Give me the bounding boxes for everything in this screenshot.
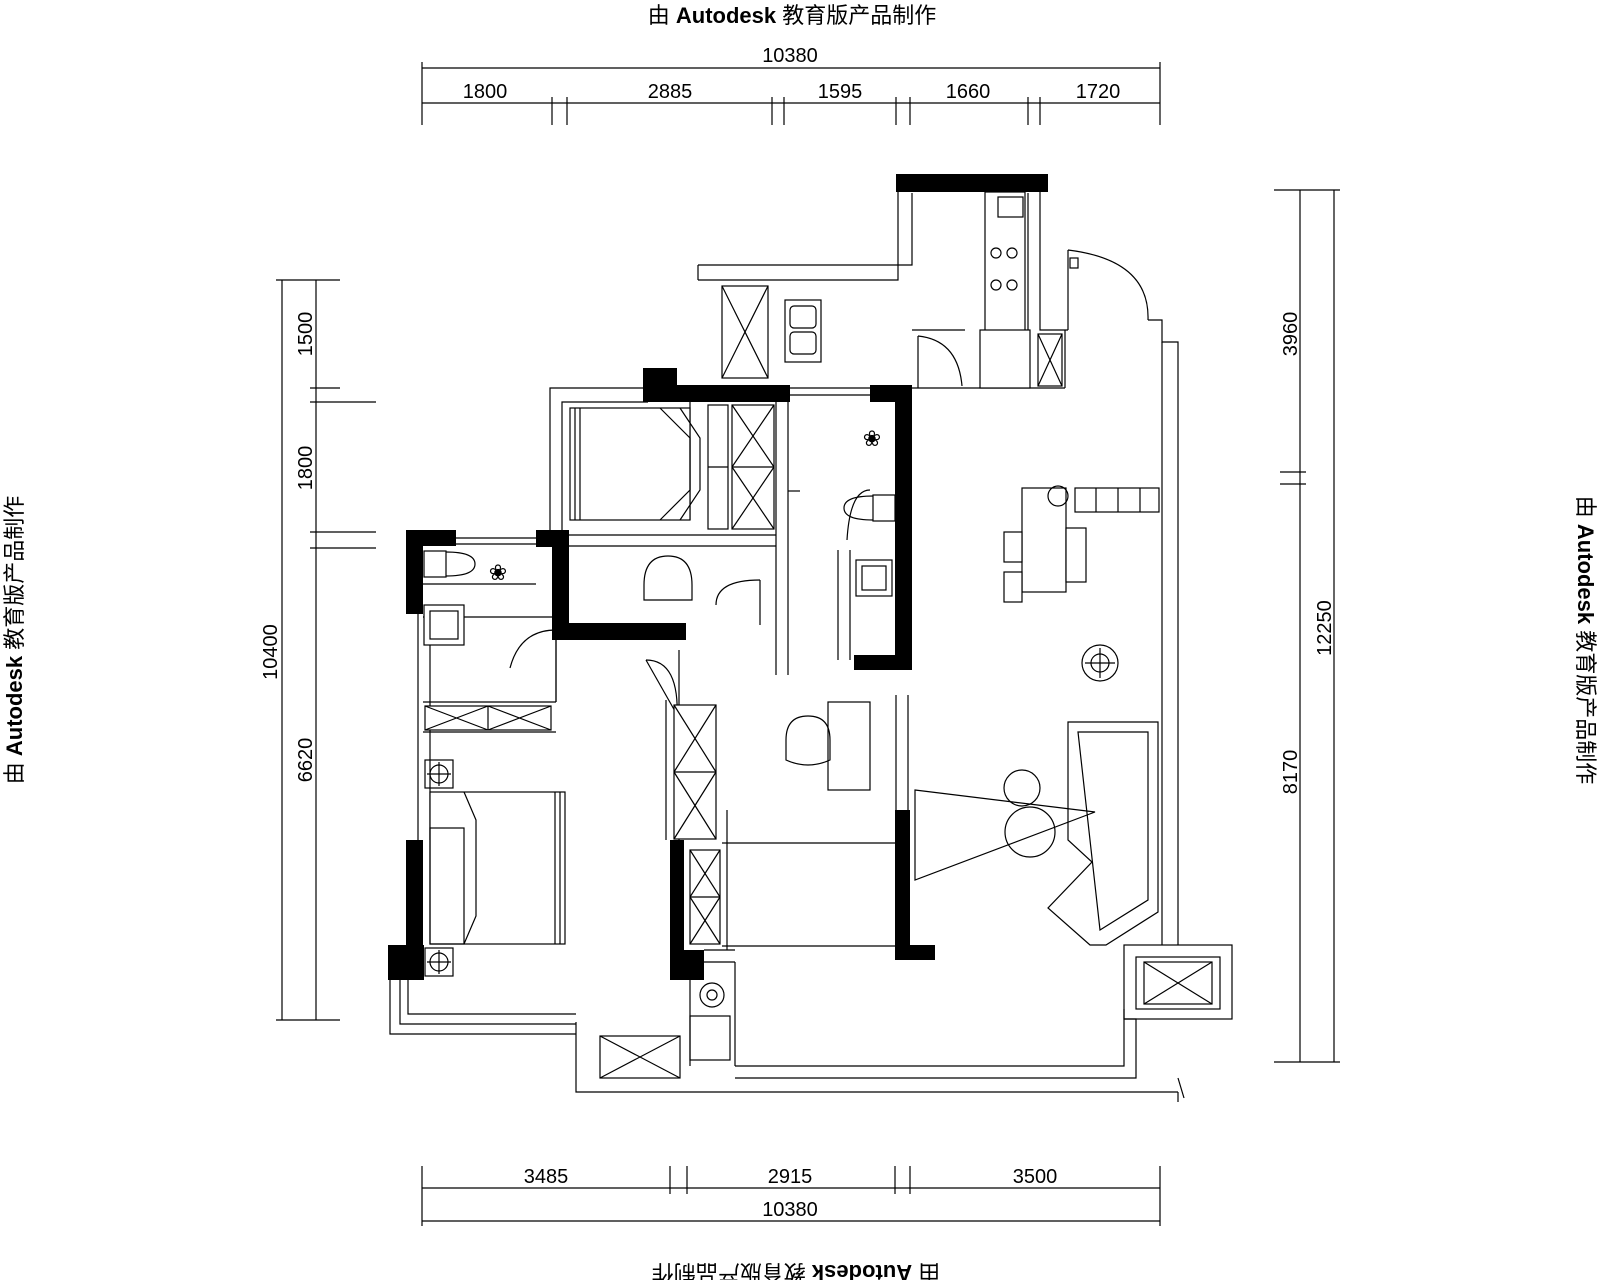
bed-lower-bedroom	[424, 759, 566, 977]
chair-study	[643, 555, 693, 601]
left-dim-seg-2: 1800	[295, 446, 317, 491]
svg-text:❀: ❀	[489, 560, 507, 585]
outer-wall-lines	[389, 178, 1233, 1102]
left-dim-total: 10400	[260, 624, 282, 680]
bottom-dimension-group: 3485 2915 3500 10380	[421, 1166, 1161, 1226]
left-dim-seg-3: 6620	[295, 738, 317, 783]
washbasin-lower	[423, 604, 465, 646]
shower-head-lower: ❀	[489, 560, 507, 585]
top-dim-seg-4: 1660	[946, 81, 991, 103]
storage-lower-bedroom	[424, 705, 552, 731]
wardrobe-upper-bedroom	[707, 404, 775, 530]
top-dim-total: 10380	[762, 45, 818, 67]
toilet-lower	[423, 550, 476, 578]
watermark-top: 由 Autodesk 教育版产品制作	[648, 3, 937, 28]
watermark-right: 由 Autodesk 教育版产品制作	[1573, 496, 1598, 785]
kitchen-sink	[784, 299, 822, 363]
kitchen-counter	[979, 191, 1063, 389]
bottom-dim-seg-1: 3485	[524, 1166, 569, 1188]
wardrobe-living	[673, 704, 721, 945]
bed-upper-bedroom	[569, 407, 701, 521]
desk-living	[785, 701, 871, 791]
sideboard	[1074, 487, 1160, 513]
storage-cabinet-top	[721, 285, 769, 379]
shower-head-upper: ❀	[863, 426, 881, 451]
bottom-dim-seg-2: 2915	[768, 1166, 813, 1188]
floor-lamp	[1081, 644, 1119, 682]
watermark-left: 由 Autodesk 教育版产品制作	[2, 496, 27, 785]
washbasin-upper	[855, 559, 893, 597]
bottom-dim-total: 10380	[762, 1199, 818, 1221]
left-dimension-group: 10400 1500 1800 6620	[260, 279, 376, 1021]
projector-cone	[914, 769, 1096, 881]
sofa	[1047, 721, 1159, 946]
top-dim-seg-3: 1595	[818, 81, 863, 103]
door-swings	[509, 249, 1149, 721]
right-dimension-group: 3960 12250 8170	[1274, 189, 1340, 1063]
top-dimension-group: 10380 1800 2885 1595 1660 1720	[421, 45, 1161, 125]
watermark-bottom: 由 Autodesk 教育版产品制作	[652, 1260, 941, 1280]
right-dim-total: 12250	[1314, 600, 1336, 656]
left-dim-seg-1: 1500	[295, 312, 317, 357]
structural-walls	[388, 174, 1048, 980]
toilet-upper	[843, 494, 896, 522]
svg-text:❀: ❀	[863, 426, 881, 451]
balcony-cabinet	[599, 1035, 681, 1079]
top-dim-seg-1: 1800	[463, 81, 508, 103]
shaft-cabinet	[1143, 961, 1213, 1005]
right-dim-seg-1: 3960	[1280, 312, 1302, 357]
bottom-dim-seg-3: 3500	[1013, 1166, 1058, 1188]
right-dim-seg-2: 8170	[1280, 750, 1302, 795]
dining-table	[1003, 485, 1087, 603]
top-dim-seg-2: 2885	[648, 81, 693, 103]
top-dim-seg-5: 1720	[1076, 81, 1121, 103]
balcony-sink	[689, 982, 731, 1061]
